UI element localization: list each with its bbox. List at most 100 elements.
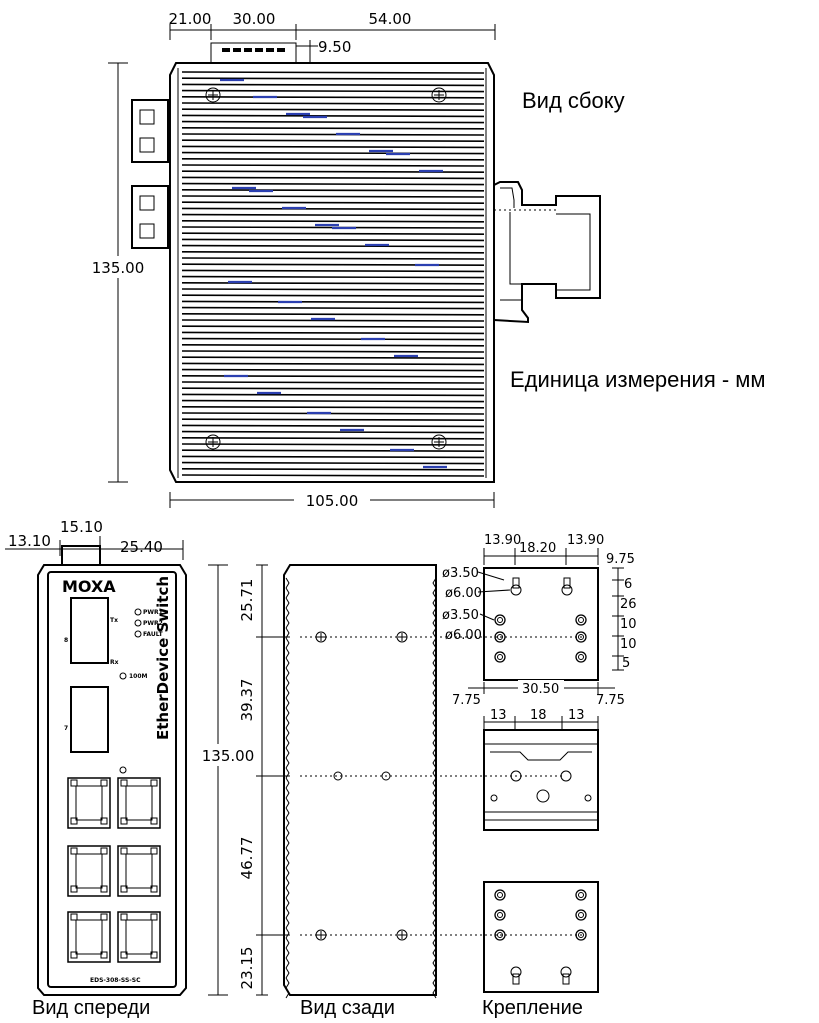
side-view-label: Вид сбоку <box>522 88 625 113</box>
fin-line <box>181 461 485 465</box>
rib <box>285 647 290 659</box>
rib <box>432 577 437 589</box>
screw-icon <box>494 889 506 901</box>
screw-icon <box>494 909 506 921</box>
front-view: 13.10 15.10 25.40 MOXA Tx Rx 8 7 PWR1 PW… <box>5 518 262 1019</box>
led-indicator <box>119 672 127 680</box>
rib <box>285 597 290 609</box>
rx-label: Rx <box>110 659 119 666</box>
din-rail-bracket <box>483 729 599 831</box>
rib <box>285 937 290 949</box>
fin-line <box>181 238 485 242</box>
rib <box>285 907 290 919</box>
screw-icon <box>575 929 587 941</box>
rib <box>285 577 290 589</box>
rib <box>285 917 290 929</box>
rib <box>432 647 437 659</box>
fin-line <box>181 244 485 248</box>
fin-line <box>181 83 485 87</box>
rib <box>432 917 437 929</box>
side-dim-top-a: 21.00 <box>169 10 212 28</box>
moxa-logo: MOXA <box>62 577 116 596</box>
fin-line <box>181 436 485 440</box>
rib <box>285 757 290 769</box>
rib <box>285 877 290 889</box>
fin-line <box>181 319 485 322</box>
rib <box>432 787 437 799</box>
rib <box>432 757 437 769</box>
rib <box>285 667 290 679</box>
side-dim-top-d: 9.50 <box>318 38 351 56</box>
fiber-port <box>70 597 109 664</box>
plate-screws <box>494 889 587 941</box>
mount-dim-rail-c: 13 <box>568 708 585 723</box>
rib <box>432 747 437 759</box>
rj45-ports <box>67 777 161 963</box>
mount-dim-top-a: 13.90 <box>484 533 521 548</box>
keyhole-slot-icon <box>510 577 522 596</box>
mount-dim-b2: 30.50 <box>522 682 559 697</box>
mounting-views: 13.90 18.20 13.90 ø3.50 ø6.00 ø3.50 ø6.0… <box>442 533 637 1019</box>
fin-line <box>181 114 485 118</box>
rib <box>285 747 290 759</box>
rj45-port <box>117 777 161 829</box>
led-indicator <box>134 608 142 616</box>
fin-line <box>181 288 485 291</box>
rib <box>432 687 437 699</box>
rib <box>432 877 437 889</box>
side-view: 21.00 30.00 54.00 9.50 135.00 <box>90 10 766 510</box>
screw-icon <box>494 631 506 643</box>
rib <box>285 677 290 689</box>
rib <box>432 907 437 919</box>
fin-line <box>181 257 485 260</box>
fin-line <box>181 133 485 136</box>
mount-right-ticks <box>612 567 624 671</box>
screw-icon <box>494 651 506 663</box>
rib <box>432 697 437 709</box>
rib <box>432 827 437 839</box>
rear-edge-ribs <box>285 577 437 999</box>
rib <box>285 807 290 819</box>
mount-dim-d3: ø3.50 <box>442 608 479 623</box>
screw-icon <box>431 434 447 450</box>
side-dim-top-c: 54.00 <box>369 10 412 28</box>
rib <box>285 627 290 639</box>
front-dim-c: 25.40 <box>120 538 163 556</box>
fin-line <box>181 306 485 310</box>
screw-icon <box>494 614 506 626</box>
fin-line <box>181 189 485 192</box>
rib <box>285 947 290 959</box>
front-dim-a: 13.10 <box>8 532 51 550</box>
led-indicator <box>119 766 127 774</box>
terminal-pins <box>222 48 285 52</box>
rib <box>285 787 290 799</box>
mount-dim-rail-b: 18 <box>530 708 547 723</box>
fin-line <box>181 455 485 459</box>
fin-line <box>181 139 485 142</box>
fin-line <box>181 405 485 409</box>
rib <box>432 957 437 969</box>
rib <box>432 587 437 599</box>
fin-line <box>181 399 485 403</box>
rib <box>432 727 437 739</box>
fin-line <box>181 71 485 74</box>
mount-dim-b3: 7.75 <box>596 693 625 708</box>
fin-line <box>181 195 485 198</box>
rib <box>285 887 290 899</box>
side-dim-height: 135.00 <box>92 259 145 277</box>
rib <box>285 857 290 869</box>
front-dim-height: 135.00 <box>202 747 255 765</box>
fiber-port <box>70 686 109 753</box>
fin-line <box>181 207 485 211</box>
fin-line <box>181 145 485 149</box>
pwr1-label: PWR1 <box>143 609 163 616</box>
screw-icon <box>431 87 447 103</box>
rib <box>285 587 290 599</box>
fin-line <box>181 151 485 155</box>
rib <box>432 937 437 949</box>
screw-icon <box>494 929 506 941</box>
fin-line <box>181 269 485 273</box>
fin-line <box>181 89 485 93</box>
plate-screws <box>494 614 587 663</box>
